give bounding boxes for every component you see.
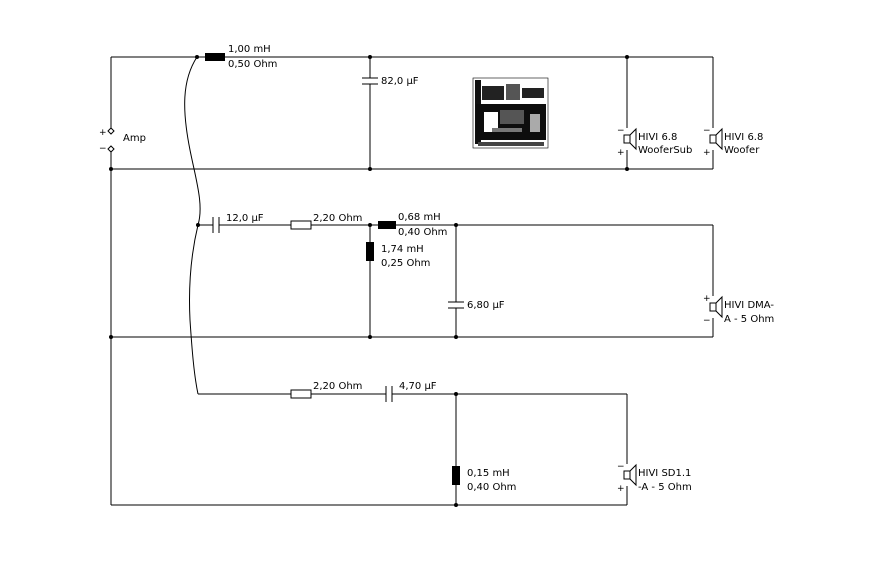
amp-input: + − Amp [99, 127, 146, 154]
mid-capacitor-series[interactable]: 12,0 µF [212, 213, 264, 233]
speaker-minus: − [703, 316, 711, 326]
junction-dot [368, 223, 372, 227]
speaker-cone [629, 463, 637, 487]
inductor-symbol [205, 53, 225, 61]
mid-c-series-value: 12,0 µF [226, 213, 264, 224]
l1-resistance: 0,50 Ohm [228, 59, 277, 70]
speaker-cone [715, 127, 723, 151]
woofer-photo-thumbnail [472, 77, 549, 149]
speaker-mid[interactable]: + − HIVI DMA- A - 5 Ohm [703, 294, 774, 326]
speaker-minus: − [617, 462, 625, 472]
tw-l-shunt-resistance: 0,40 Ohm [467, 482, 516, 493]
amp-minus-label: − [99, 144, 107, 154]
speaker-icon [709, 134, 717, 144]
mid-inductor-shunt[interactable]: 1,74 mH 0,25 Ohm [366, 242, 430, 269]
inductor-symbol [366, 242, 374, 261]
speaker-plus: + [703, 294, 711, 304]
mid-inductor-series[interactable]: 0,68 mH 0,40 Ohm [378, 212, 447, 238]
speaker-plus: + [617, 484, 625, 494]
mid-c-shunt-value: 6,80 µF [467, 300, 505, 311]
inductor-symbol [452, 466, 460, 485]
terminal-diamond-icon [107, 145, 115, 153]
mid-resistor-series[interactable]: 2,20 Ohm [290, 213, 362, 230]
tw-c-series-value: 4,70 µF [399, 381, 437, 392]
mid-r-series-value: 2,20 Ohm [313, 213, 362, 224]
junction-dot [454, 503, 458, 507]
tw-l-shunt-value: 0,15 mH [467, 468, 510, 479]
speaker-icon [623, 470, 631, 480]
junction-dot [625, 55, 629, 59]
speaker-woofer[interactable]: − + HIVI 6.8 Woofer [703, 126, 763, 158]
tweeter-resistor-series[interactable]: 2,20 Ohm [290, 381, 362, 399]
junction-dot [368, 335, 372, 339]
speaker-name-line2: WooferSub [638, 145, 692, 156]
woofer-capacitor-c1[interactable]: 82,0 µF [362, 76, 419, 87]
speaker-tweeter[interactable]: − + HIVI SD1.1 -A - 5 Ohm [617, 462, 692, 494]
speaker-cone [715, 295, 723, 319]
speaker-name-line1: HIVI DMA- [724, 300, 774, 311]
speaker-plus: + [703, 148, 711, 158]
speaker-name-line2: -A - 5 Ohm [638, 482, 692, 493]
speaker-name-line1: HIVI SD1.1 [638, 468, 691, 479]
l1-value: 1,00 mH [228, 44, 271, 55]
speaker-woofer-sub[interactable]: − + HIVI 6.8 WooferSub [617, 126, 692, 158]
speaker-minus: − [703, 126, 711, 136]
terminal-diamond-icon [107, 127, 115, 135]
junctions [109, 55, 629, 507]
speaker-cone [629, 127, 637, 151]
amp-label: Amp [123, 133, 146, 144]
mid-l-shunt-value: 1,74 mH [381, 244, 424, 255]
speaker-icon [709, 302, 717, 312]
junction-dot [625, 167, 629, 171]
speaker-name-line1: HIVI 6.8 [724, 132, 763, 143]
speaker-icon [623, 134, 631, 144]
tweeter-inductor-shunt[interactable]: 0,15 mH 0,40 Ohm [452, 466, 516, 493]
speaker-name-line2: Woofer [724, 145, 760, 156]
inductor-symbol [378, 221, 396, 229]
junction-dot [109, 167, 113, 171]
junction-dot [454, 335, 458, 339]
junction-dot [109, 335, 113, 339]
speaker-plus: + [617, 148, 625, 158]
mid-l-shunt-resistance: 0,25 Ohm [381, 258, 430, 269]
tw-r-series-value: 2,20 Ohm [313, 381, 362, 392]
mid-capacitor-shunt[interactable]: 6,80 µF [448, 300, 505, 311]
junction-dot [368, 167, 372, 171]
junction-dot [454, 223, 458, 227]
speaker-minus: − [617, 126, 625, 136]
speaker-name-line2: A - 5 Ohm [724, 314, 774, 325]
junction-dot [196, 223, 200, 227]
junction-dot [368, 55, 372, 59]
woofer-inductor-l1[interactable]: 1,00 mH 0,50 Ohm [205, 44, 277, 70]
junction-dot [195, 55, 199, 59]
amp-plus-label: + [99, 128, 107, 138]
mid-l-series-value: 0,68 mH [398, 212, 441, 223]
mid-l-series-resistance: 0,40 Ohm [398, 227, 447, 238]
wires [110, 56, 714, 506]
resistor-symbol [290, 220, 312, 230]
resistor-symbol [290, 389, 312, 399]
c1-value: 82,0 µF [381, 76, 419, 87]
speaker-name-line1: HIVI 6.8 [638, 132, 677, 143]
junction-dot [454, 392, 458, 396]
tweeter-capacitor-series[interactable]: 4,70 µF [385, 381, 437, 402]
